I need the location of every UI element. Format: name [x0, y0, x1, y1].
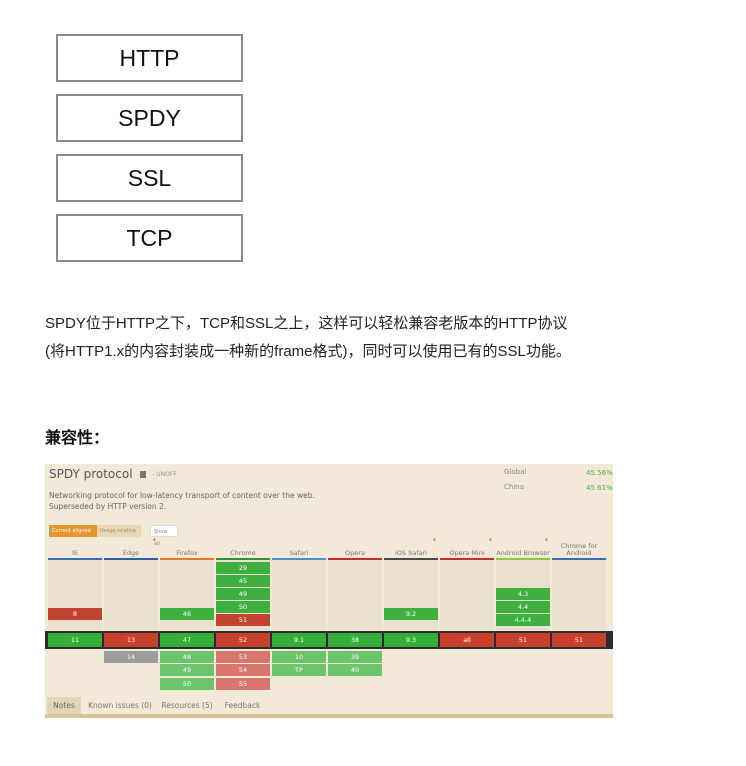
version-cell[interactable]: 39	[328, 651, 382, 663]
version-cell[interactable]: 54	[216, 664, 270, 676]
browser-name: Opera	[345, 549, 365, 557]
usage-global-value: 45.56%	[586, 469, 613, 477]
version-cell[interactable]: 14	[104, 651, 158, 663]
version-cell[interactable]: 11	[48, 633, 102, 647]
version-cell[interactable]: 55	[216, 678, 270, 690]
browser-name: IE	[71, 549, 79, 557]
tab-notes[interactable]: Notes	[47, 697, 81, 714]
version-cell[interactable]: 45	[216, 575, 270, 587]
layer-ssl-box: SSL	[56, 154, 243, 202]
note-asterisk-icon: *	[544, 537, 549, 545]
caniuse-embed: SPDY protocol - UNOFF Networking protoco…	[45, 464, 613, 718]
layer-tcp-box: TCP	[56, 214, 243, 262]
browser-column: IE	[48, 540, 102, 560]
version-cell[interactable]: 38	[328, 633, 382, 647]
version-cell[interactable]: 48	[160, 651, 214, 663]
show-all-button[interactable]: Show all	[150, 525, 178, 547]
layer-http-box: HTTP	[56, 34, 243, 82]
column-background	[104, 560, 158, 630]
browser-color-bar	[104, 558, 158, 560]
browser-name: Edge*	[122, 537, 157, 557]
version-cell[interactable]: 46	[160, 608, 214, 620]
column-background	[552, 560, 606, 630]
browser-color-bar	[48, 558, 102, 560]
version-cell[interactable]: 50	[216, 601, 270, 613]
browser-color-bar	[552, 558, 606, 560]
version-cell[interactable]: 51	[216, 614, 270, 626]
version-cell[interactable]: 9.3	[384, 633, 438, 647]
version-cell[interactable]: 40	[328, 664, 382, 676]
browser-name: Safari	[289, 549, 309, 557]
paragraph-line-2: (将HTTP1.x的内容封装成一种新的frame格式)，同时可以使用已有的SSL…	[45, 343, 571, 360]
browser-color-bar	[384, 558, 438, 560]
browser-name: Chrome for Android	[560, 542, 598, 557]
document-icon	[140, 471, 147, 478]
version-cell[interactable]: 47	[160, 633, 214, 647]
browser-color-bar	[496, 558, 550, 560]
usage-china-value: 45.61%	[586, 484, 613, 492]
note-asterisk-icon: *	[432, 537, 437, 545]
version-cell[interactable]: 10	[272, 651, 326, 663]
browser-color-bar	[328, 558, 382, 560]
browser-name: iOS Safari*	[395, 537, 437, 557]
usage-relative-button[interactable]: Usage relative	[97, 525, 141, 537]
browser-color-bar	[160, 558, 214, 560]
version-cell[interactable]: 49	[216, 588, 270, 600]
version-cell[interactable]: 53	[216, 651, 270, 663]
column-background	[440, 560, 494, 630]
version-cell[interactable]: 13	[104, 633, 158, 647]
compat-heading: 兼容性：	[45, 430, 110, 447]
version-cell[interactable]: 49	[160, 664, 214, 676]
browser-color-bar	[216, 558, 270, 560]
usage-china-label: China	[504, 483, 524, 491]
browser-name: Firefox	[176, 549, 198, 557]
version-cell[interactable]: 51	[496, 633, 550, 647]
browser-color-bar	[440, 558, 494, 560]
spec-status: - UNOFF	[152, 471, 177, 478]
paragraph-line-1: SPDY位于HTTP之下，TCP和SSL之上，这样可以轻松兼容老版本的HTTP协…	[45, 315, 568, 332]
browser-column: Chrome for Android	[552, 540, 606, 560]
browser-color-bar	[272, 558, 326, 560]
description-paragraph: SPDY位于HTTP之下，TCP和SSL之上，这样可以轻松兼容老版本的HTTP协…	[45, 310, 685, 366]
feature-description: Networking protocol for low-latency tran…	[49, 491, 315, 511]
browser-column: Firefox	[160, 540, 214, 560]
version-cell[interactable]: 51	[552, 633, 606, 647]
version-cell[interactable]: 4.4.4	[496, 614, 550, 626]
browser-column: Edge*	[104, 537, 158, 560]
column-background	[328, 560, 382, 630]
version-cell[interactable]: 8	[48, 608, 102, 620]
version-cell[interactable]: TP	[272, 664, 326, 676]
column-background	[272, 560, 326, 630]
info-tabs: Notes Known issues (0) Resources (5) Fee…	[45, 697, 613, 714]
version-cell[interactable]: all	[440, 633, 494, 647]
version-cell[interactable]: 29	[216, 562, 270, 574]
version-cell[interactable]: 9.2	[384, 608, 438, 620]
browser-column: Android Browser*	[496, 537, 550, 560]
feature-title: SPDY protocol - UNOFF	[49, 467, 177, 481]
note-asterisk-icon: *	[152, 537, 157, 545]
browser-column: iOS Safari*	[384, 537, 438, 560]
version-cell[interactable]: 4.3	[496, 588, 550, 600]
note-asterisk-icon: *	[488, 537, 493, 545]
current-aligned-button[interactable]: Current aligned	[49, 525, 97, 537]
feature-name[interactable]: SPDY protocol	[49, 467, 133, 481]
tab-feedback[interactable]: Feedback	[224, 701, 261, 710]
browser-column: Opera	[328, 540, 382, 560]
browser-column: Safari	[272, 540, 326, 560]
browser-name: Opera Mini*	[449, 537, 493, 557]
version-cell[interactable]: 9.1	[272, 633, 326, 647]
version-cell[interactable]: 4.4	[496, 601, 550, 613]
browser-column: Opera Mini*	[440, 537, 494, 560]
version-cell[interactable]: 50	[160, 678, 214, 690]
usage-global-label: Global	[504, 468, 527, 476]
version-cell[interactable]: 52	[216, 633, 270, 647]
browser-name: Chrome	[230, 549, 256, 557]
tab-resources[interactable]: Resources (5)	[161, 701, 213, 710]
browser-name: Android Browser*	[496, 537, 550, 557]
browser-column: Chrome	[216, 540, 270, 560]
bottom-border	[45, 714, 613, 718]
tab-known-issues[interactable]: Known issues (0)	[88, 701, 152, 710]
layer-spdy-box: SPDY	[56, 94, 243, 142]
